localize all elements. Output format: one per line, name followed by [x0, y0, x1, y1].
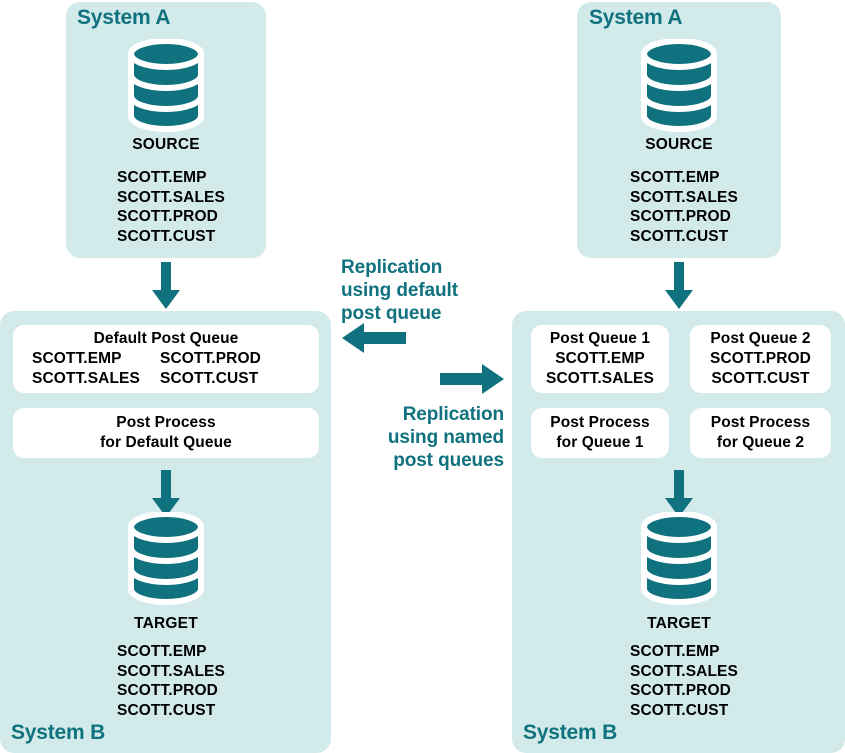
left-replication-caption: Replication using default post queue [341, 256, 458, 325]
left-source-db-label: SOURCE [132, 136, 200, 153]
right-source-database-icon [638, 39, 720, 135]
left-system-b-title: System B [11, 721, 106, 744]
left-arrow-down-process-to-target [150, 470, 182, 518]
right-target-table-list: SCOTT.EMP SCOTT.SALES SCOTT.PROD SCOTT.C… [630, 643, 738, 719]
left-source-database-icon [125, 39, 207, 135]
default-post-queue-row-2: SCOTT.SALES SCOTT.CUST [32, 369, 300, 389]
right-source-table-list: SCOTT.EMP SCOTT.SALES SCOTT.PROD SCOTT.C… [630, 169, 738, 245]
right-target-db-label: TARGET [647, 615, 711, 632]
left-source-table-list: SCOTT.EMP SCOTT.SALES SCOTT.PROD SCOTT.C… [117, 169, 225, 245]
right-caption-line-3: post queues [393, 450, 504, 471]
left-system-a-title: System A [77, 6, 171, 29]
left-arrow-down-source-to-queue [150, 262, 182, 310]
post-queue-1-header: Post Queue 1 [549, 330, 651, 347]
post-queue-2-header: Post Queue 2 [710, 330, 811, 347]
right-arrow-icon [440, 364, 504, 394]
post-queue-1-line-1: SCOTT.EMP [555, 350, 645, 367]
default-post-process-box: Post Process for Default Queue [13, 408, 319, 458]
right-target-database-icon [638, 512, 720, 608]
post-queue-1-line-2: SCOTT.SALES [546, 370, 654, 387]
post-process-line-1: Post Process [116, 414, 216, 431]
default-post-queue-row-1: SCOTT.EMP SCOTT.PROD [32, 349, 300, 369]
post-queue-2-line-1: SCOTT.PROD [710, 350, 811, 367]
left-caption-line-3: post queue [341, 303, 442, 324]
left-target-database-icon [125, 512, 207, 608]
post-queue-2-box: Post Queue 2 SCOTT.PROD SCOTT.CUST [690, 325, 831, 393]
post-process-queue-1-box: Post Process for Queue 1 [531, 408, 669, 458]
right-arrow-down-process-to-target [663, 470, 695, 518]
left-arrow-icon [342, 323, 406, 353]
default-post-queue-box: Default Post Queue SCOTT.EMP SCOTT.PROD … [13, 325, 319, 393]
left-caption-line-1: Replication [341, 257, 443, 278]
post-process-1-line-2: for Queue 1 [556, 434, 644, 451]
post-process-2-line-2: for Queue 2 [716, 434, 805, 451]
post-queue-2-line-2: SCOTT.CUST [711, 370, 810, 387]
queue-table-cell: SCOTT.EMP [32, 350, 122, 367]
right-arrow-down-source-to-queue [663, 262, 695, 310]
left-caption-line-2: using default [341, 280, 458, 301]
right-replication-caption: Replication using named post queues [320, 403, 504, 472]
queue-table-cell: SCOTT.CUST [160, 370, 259, 387]
default-post-queue-header: Default Post Queue [93, 330, 239, 347]
post-process-1-line-1: Post Process [550, 414, 650, 431]
left-target-table-list: SCOTT.EMP SCOTT.SALES SCOTT.PROD SCOTT.C… [117, 643, 225, 719]
right-caption-line-2: using named [387, 427, 504, 448]
post-process-2-line-1: Post Process [710, 414, 811, 431]
post-queue-1-box: Post Queue 1 SCOTT.EMP SCOTT.SALES [531, 325, 669, 393]
left-target-db-label: TARGET [134, 615, 198, 632]
right-system-b-title: System B [523, 721, 618, 744]
right-caption-line-1: Replication [402, 404, 504, 425]
queue-table-cell: SCOTT.SALES [32, 370, 140, 387]
right-system-a-title: System A [589, 6, 683, 29]
post-process-line-2: for Default Queue [100, 434, 232, 451]
queue-table-cell: SCOTT.PROD [160, 350, 261, 367]
post-process-queue-2-box: Post Process for Queue 2 [690, 408, 831, 458]
right-source-db-label: SOURCE [645, 136, 713, 153]
